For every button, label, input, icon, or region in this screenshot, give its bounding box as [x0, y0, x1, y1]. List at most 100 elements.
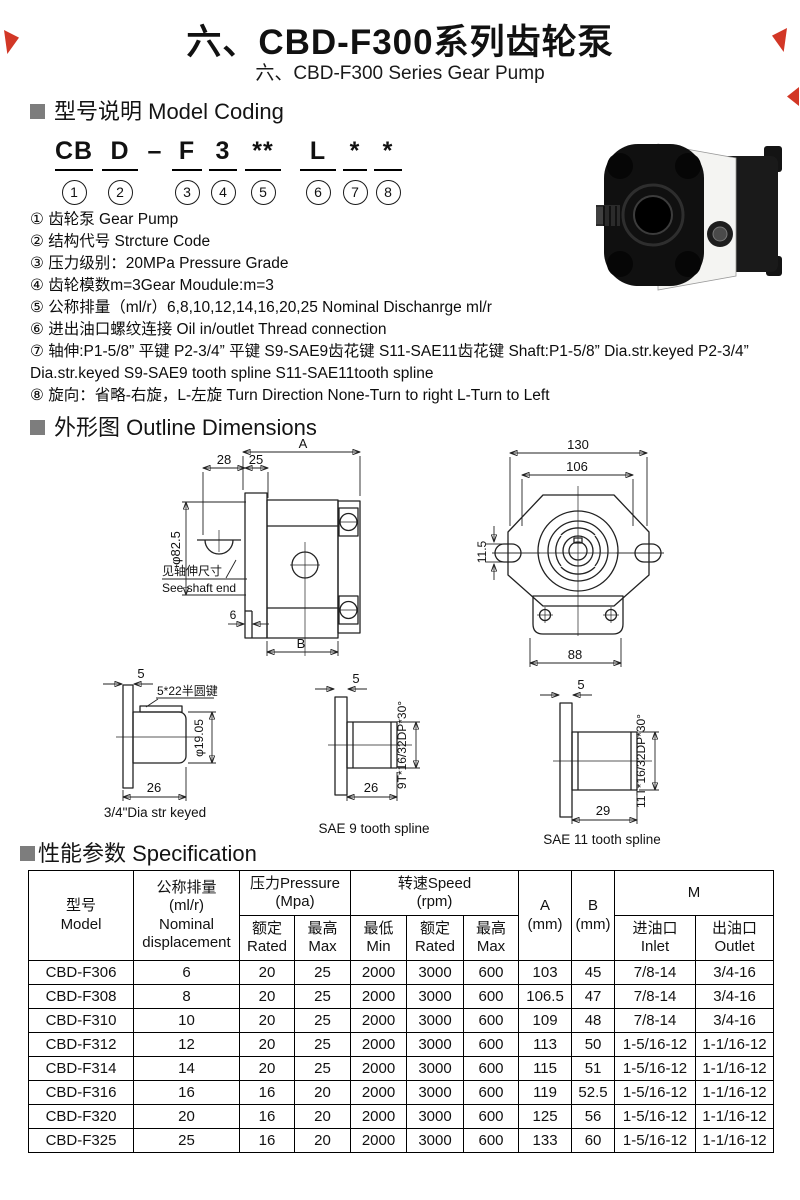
value-cell: 109: [518, 1008, 573, 1033]
note-item: ④ 齿轮模数m=3Gear Moudule:m=3: [30, 277, 274, 294]
spline-label-sae9: 9T*16/32DP*30°: [395, 701, 409, 789]
shaft-sae11-drawing: 5 11T*16/32DP*30° 29 SAE 11 tooth spline: [540, 677, 661, 847]
value-cell: 125: [518, 1104, 573, 1129]
value-cell: 20: [294, 1080, 351, 1105]
section-heading-text: 型号说明 Model Coding: [54, 99, 284, 124]
value-cell: 12: [133, 1032, 240, 1057]
code-circled-number: 4: [210, 180, 236, 205]
section-heading-text: 外形图 Outline Dimensions: [54, 415, 317, 440]
value-cell: 600: [462, 1080, 520, 1105]
spec-table: 型号 Model 公称排量 (ml/r) Nominal displacemen…: [28, 870, 775, 1153]
value-cell: 20: [239, 1008, 295, 1033]
model-code-diagram: CB 1 D 2 – F 3 3 4 ** 5 L: [50, 136, 406, 205]
code-circled-number: 1: [61, 180, 87, 205]
code-circled-number: 2: [107, 180, 133, 205]
key-label: 5*22半圆键: [157, 684, 218, 698]
value-cell: 600: [462, 1104, 520, 1129]
value-cell: 3/4-16: [695, 984, 775, 1009]
value-cell: 47: [571, 984, 616, 1009]
value-cell: 25: [294, 1032, 351, 1057]
code-slot: 3 4: [206, 136, 240, 205]
value-cell: 600: [462, 984, 520, 1009]
code-letter: CB: [54, 137, 94, 165]
model-cell: CBD-F308: [28, 984, 134, 1009]
shaft-sae11-caption: SAE 11 tooth spline: [543, 832, 661, 847]
code-slot: D 2: [98, 136, 142, 205]
value-cell: 3/4-16: [695, 1008, 775, 1033]
value-cell: 7/8-14: [614, 984, 697, 1009]
value-cell: 25: [294, 984, 351, 1009]
value-cell: 1-1/16-12: [695, 1104, 775, 1129]
note-item: ② 结构代号 Strcture Code: [30, 233, 211, 250]
code-letter: 3: [215, 137, 231, 165]
value-cell: 20: [239, 984, 295, 1009]
code-underline: [244, 169, 282, 171]
col-header-b: B (mm): [571, 870, 616, 961]
value-cell: 20: [239, 1056, 295, 1081]
note-item: ③ 压力级别：20MPa Pressure Grade: [30, 255, 289, 272]
see-shaft-label-cn: 见轴伸尺寸: [162, 563, 222, 578]
value-cell: 16: [239, 1128, 295, 1153]
value-cell: 3000: [406, 1056, 464, 1081]
col-header-pressure-rated: 额定 Rated: [239, 915, 295, 961]
value-cell: 600: [462, 1056, 520, 1081]
section-heading-outline: 外形图 Outline Dimensions: [30, 410, 317, 442]
model-cell: CBD-F306: [28, 960, 134, 985]
code-underline: [209, 169, 237, 171]
value-cell: 3000: [406, 1104, 464, 1129]
model-cell: CBD-F325: [28, 1128, 134, 1153]
section-bullet-icon: [30, 420, 45, 435]
value-cell: 2000: [350, 1008, 407, 1033]
code-underline: [171, 169, 203, 171]
dim-label-6: 6: [230, 608, 237, 622]
col-header-m: M: [614, 870, 775, 916]
value-cell: 8: [133, 984, 240, 1009]
value-cell: 60: [571, 1128, 616, 1153]
value-cell: 48: [571, 1008, 616, 1033]
value-cell: 106.5: [518, 984, 573, 1009]
code-circled-number: 5: [250, 180, 276, 205]
model-cell: CBD-F312: [28, 1032, 134, 1057]
value-cell: 3000: [406, 1032, 464, 1057]
note-item: ⑧ 旋向：省略-右旋，L-左旋 Turn Direction None-Turn…: [30, 387, 550, 404]
model-cell: CBD-F316: [28, 1080, 134, 1105]
shaft-keyed-drawing: 5 5*22半圆键 φ19.05 26 3/4"Dia str keyed: [103, 666, 218, 820]
shaft-sae9-caption: SAE 9 tooth spline: [318, 821, 429, 836]
value-cell: 133: [518, 1128, 573, 1153]
code-letter: **: [252, 137, 274, 165]
col-header-speed: 转速Speed (rpm): [349, 870, 520, 916]
value-cell: 1-5/16-12: [614, 1080, 697, 1105]
value-cell: 1-1/16-12: [695, 1032, 775, 1057]
col-header-displacement: 公称排量 (ml/r) Nominal displacement: [133, 870, 240, 961]
dim-label-dia19: φ19.05: [192, 719, 206, 757]
value-cell: 3000: [406, 1080, 464, 1105]
code-letter: *: [349, 137, 361, 165]
model-cell: CBD-F310: [28, 1008, 134, 1033]
code-slot: ** 5: [240, 136, 286, 205]
dim-label-5: 5: [352, 671, 359, 686]
code-letter: D: [110, 137, 130, 165]
value-cell: 20: [133, 1104, 240, 1129]
col-header-inlet: 进油口 Inlet: [614, 915, 697, 961]
side-view-drawing: A 28 25 φ82.5 见轴伸尺寸 See shaft end 6 B: [162, 438, 361, 656]
dim-label-130: 130: [567, 438, 589, 452]
value-cell: 1-5/16-12: [614, 1104, 697, 1129]
value-cell: 25: [294, 1008, 351, 1033]
code-letter: L: [309, 137, 327, 165]
value-cell: 600: [462, 1032, 520, 1057]
value-cell: 7/8-14: [614, 960, 697, 985]
value-cell: 20: [294, 1104, 351, 1129]
code-underline: [300, 169, 336, 171]
section-bullet-icon: [30, 104, 45, 119]
value-cell: 6: [133, 960, 240, 985]
col-header-speed-min: 最低 Min: [350, 915, 407, 961]
dim-label-5: 5: [577, 677, 584, 692]
col-header-speed-rated: 额定 Rated: [406, 915, 464, 961]
value-cell: 119: [518, 1080, 573, 1105]
front-view-drawing: 130 106 11.5 88: [475, 438, 664, 667]
code-slot: L 6: [296, 136, 340, 205]
